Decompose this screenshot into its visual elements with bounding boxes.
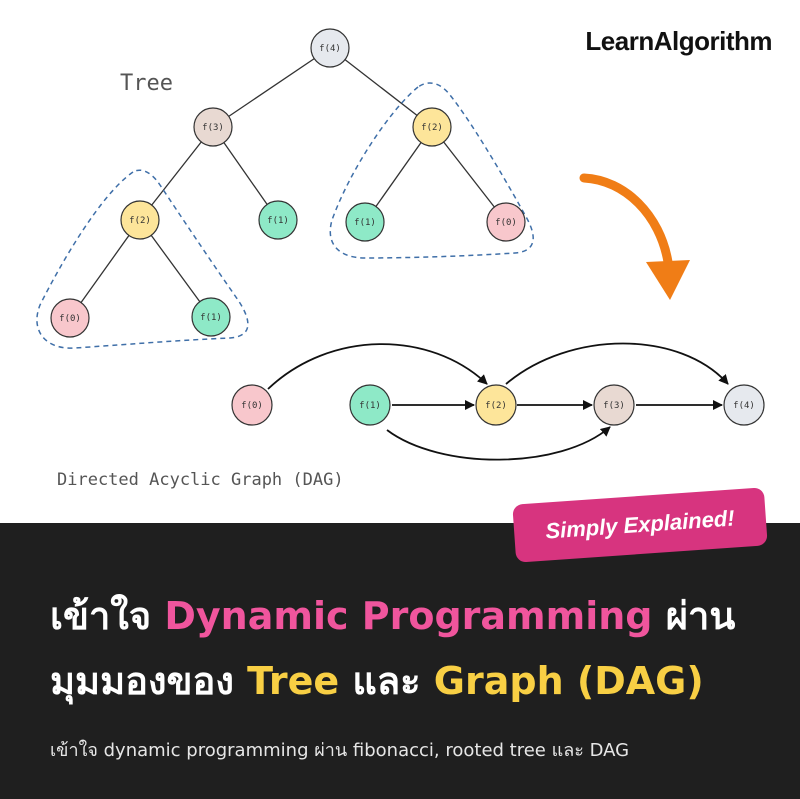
tree-edge [139, 126, 214, 221]
svg-text:f(0): f(0) [241, 401, 263, 411]
tree-node: f(1) [258, 200, 298, 240]
badge-label: Simply Explained! [544, 505, 736, 544]
headline-text: และ [339, 659, 434, 703]
dag-nodes: f(0) f(1) f(2) f(3) f(4) [231, 384, 765, 426]
headline-highlight-tree: Tree [247, 659, 340, 703]
dag-node: f(4) [723, 384, 765, 426]
tree-edge [139, 219, 212, 318]
tree-node: f(0) [486, 202, 526, 242]
tree-edge [431, 126, 507, 223]
svg-text:f(1): f(1) [200, 313, 222, 323]
tree-label: Tree [120, 71, 173, 96]
svg-text:f(2): f(2) [421, 123, 443, 133]
brand-logo: LearnAlgorithm [585, 26, 772, 56]
tree-node: f(3) [193, 107, 233, 147]
tree-node: f(2) [412, 107, 452, 147]
tree-nodes: f(4) f(3) f(2) f(2) f(1) f(1) f(0) f(0) … [50, 28, 526, 338]
svg-text:f(4): f(4) [733, 401, 755, 411]
headline-highlight-graph: Graph (DAG) [433, 659, 704, 703]
tree-edge [69, 219, 141, 319]
svg-text:f(3): f(3) [202, 123, 224, 133]
headline-text: เข้าใจ [50, 594, 165, 638]
dag-node: f(2) [475, 384, 517, 426]
svg-text:f(2): f(2) [485, 401, 507, 411]
dag-node: f(1) [349, 384, 391, 426]
transform-arrow-icon [579, 173, 690, 300]
headline-text: มุมมองของ [50, 659, 248, 703]
dag-node: f(0) [231, 384, 273, 426]
dag-edges [267, 342, 729, 461]
svg-text:f(2): f(2) [129, 216, 151, 226]
dag-edge [267, 343, 488, 390]
svg-text:f(1): f(1) [267, 216, 289, 226]
svg-text:f(0): f(0) [59, 314, 81, 324]
dag-edge [386, 426, 611, 461]
headline-text: ผ่าน [652, 594, 736, 638]
svg-text:f(4): f(4) [319, 44, 341, 54]
tree-edge [329, 47, 433, 128]
dag-node: f(3) [593, 384, 635, 426]
headline-highlight-dp: Dynamic Programming [164, 594, 653, 638]
svg-text:f(3): f(3) [603, 401, 625, 411]
tree-node: f(0) [50, 298, 90, 338]
subtitle: เข้าใจ dynamic programming ผ่าน fibonacc… [50, 740, 630, 761]
headline-line-2: มุมมองของ Tree และ Graph (DAG) [50, 650, 770, 711]
svg-text:f(0): f(0) [495, 218, 517, 228]
svg-text:f(1): f(1) [359, 401, 381, 411]
svg-text:f(1): f(1) [354, 218, 376, 228]
tree-node: f(2) [120, 200, 160, 240]
title-panel [0, 523, 800, 799]
dag-edge [505, 342, 729, 385]
tree-node: f(1) [191, 297, 231, 337]
tree-node: f(1) [345, 202, 385, 242]
tree-edge [212, 47, 331, 128]
headline-line-1: เข้าใจ Dynamic Programming ผ่าน [50, 585, 770, 646]
dag-label: Directed Acyclic Graph (DAG) [57, 470, 344, 490]
subtree-outline-left [36, 169, 249, 349]
tree-node: f(4) [310, 28, 350, 68]
